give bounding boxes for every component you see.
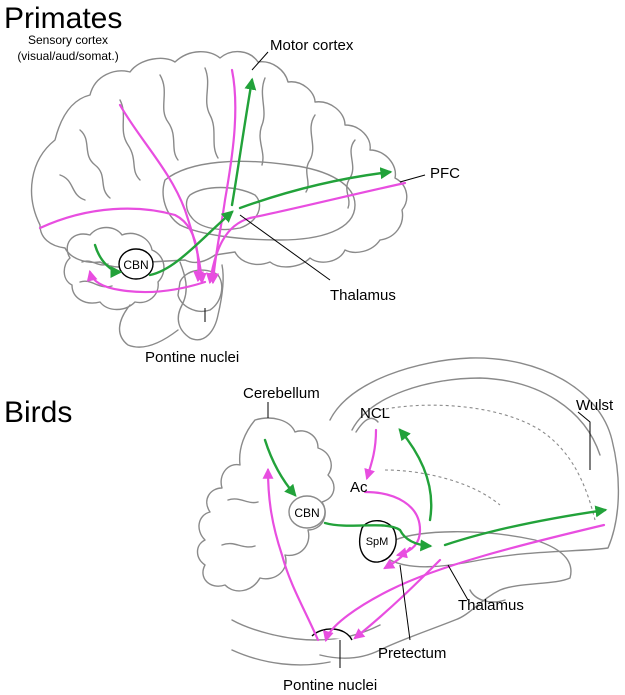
primate-path-pfc-to-pons xyxy=(205,181,407,285)
bird-cbn-label: CBN xyxy=(294,506,319,520)
bird-leader-wulst xyxy=(577,411,591,470)
bird-brain: CBN SpM Birds Cerebellum NCL Wulst Ac Th… xyxy=(4,357,620,694)
primate-motor-cortex-label: Motor cortex xyxy=(270,37,354,54)
primate-gyri-8 xyxy=(59,174,86,201)
primate-brain: CBN Primates Sensory cortex (visual/aud/… xyxy=(4,2,460,366)
primate-gyri-4 xyxy=(259,77,266,166)
bird-path-cerebellum-to-cbn xyxy=(263,438,297,497)
bird-ncl-label: NCL xyxy=(360,405,390,422)
primate-sensory-cortex-label-2: (visual/aud/somat.) xyxy=(17,49,118,63)
bird-spm-nucleus xyxy=(359,520,397,563)
primate-gyri-2 xyxy=(159,74,179,161)
bird-path-ncl-to-ac xyxy=(364,428,378,481)
primate-cbn-nucleus xyxy=(118,248,154,280)
bird-thalamus-label: Thalamus xyxy=(458,597,524,614)
birds-heading: Birds xyxy=(4,396,72,429)
primate-path-posterior-to-pons xyxy=(38,207,205,283)
primate-gyri-5 xyxy=(305,114,316,193)
bird-cerebellum-outline xyxy=(196,417,335,592)
bird-ac-label: Ac xyxy=(350,479,368,496)
bird-inner-arc-2 xyxy=(355,417,379,433)
bird-wulst-label: Wulst xyxy=(576,397,614,414)
primate-pfc-label: PFC xyxy=(430,165,460,182)
primate-corpus-region xyxy=(162,160,356,241)
primate-cerebellum-outline xyxy=(63,226,165,311)
primate-path-motor-to-pons xyxy=(208,68,237,285)
primate-sensory-cortex-label-1: Sensory cortex xyxy=(28,33,108,47)
bird-path-thalamus-to-wulst xyxy=(443,505,608,547)
bird-path-thalamus-to-ncl xyxy=(398,428,433,522)
primate-thalamus-label: Thalamus xyxy=(330,287,396,304)
bird-cerebellum-folia-1 xyxy=(227,498,259,504)
primate-pontine-nuclei-label: Pontine nuclei xyxy=(145,349,239,366)
bird-path-pretectum-to-pons xyxy=(353,558,442,640)
bird-midbrain-outline xyxy=(319,531,572,659)
bird-spm-label: SpM xyxy=(366,536,389,548)
primate-spinal-outline xyxy=(118,304,179,348)
primate-gyri-3 xyxy=(204,67,219,159)
bird-cerebellum-folia-2 xyxy=(221,542,256,548)
primates-heading: Primates xyxy=(4,2,122,35)
primate-gyri-7 xyxy=(79,129,111,199)
primate-thalamus-region xyxy=(185,186,261,231)
bird-path-cbn-to-thalamus xyxy=(323,521,433,552)
primate-brainstem xyxy=(177,261,224,341)
primate-path-cbn-to-thalamus xyxy=(148,210,234,277)
primate-path-thalamus-to-motor xyxy=(230,77,257,207)
primate-gyri-1 xyxy=(119,99,141,181)
primate-leader-thalamus xyxy=(239,214,331,281)
bird-cbn-nucleus xyxy=(288,495,326,529)
bird-optic-region xyxy=(469,589,506,603)
bird-pretectum-label: Pretectum xyxy=(378,645,446,662)
primate-path-cerebellum-to-thalamus xyxy=(93,243,123,278)
bird-inner-dashed xyxy=(384,469,501,506)
bird-leader-pretectum xyxy=(399,564,411,641)
bird-leader-thalamus xyxy=(447,564,469,601)
bird-path-pons-to-cerebellum xyxy=(262,467,320,642)
primate-leader-motor xyxy=(251,51,269,71)
primate-path-thalamus-to-pfc xyxy=(238,167,393,210)
primate-path-pons-to-cerebellum xyxy=(86,269,207,294)
bird-wulst-boundary xyxy=(379,404,596,521)
bird-inner-arc xyxy=(351,377,601,456)
bird-pontine-nuclei-label: Pontine nuclei xyxy=(283,677,377,694)
bird-path-spm-to-pons xyxy=(383,546,412,570)
bird-cerebellum-label: Cerebellum xyxy=(243,385,320,402)
primate-leader-pfc xyxy=(399,174,426,183)
bird-telencephalon-outline xyxy=(329,357,620,568)
bird-brainstem-lower xyxy=(231,649,331,666)
primate-pons xyxy=(177,269,223,312)
primate-cbn-label: CBN xyxy=(123,258,148,272)
bird-path-wulst-to-pons xyxy=(322,523,606,643)
